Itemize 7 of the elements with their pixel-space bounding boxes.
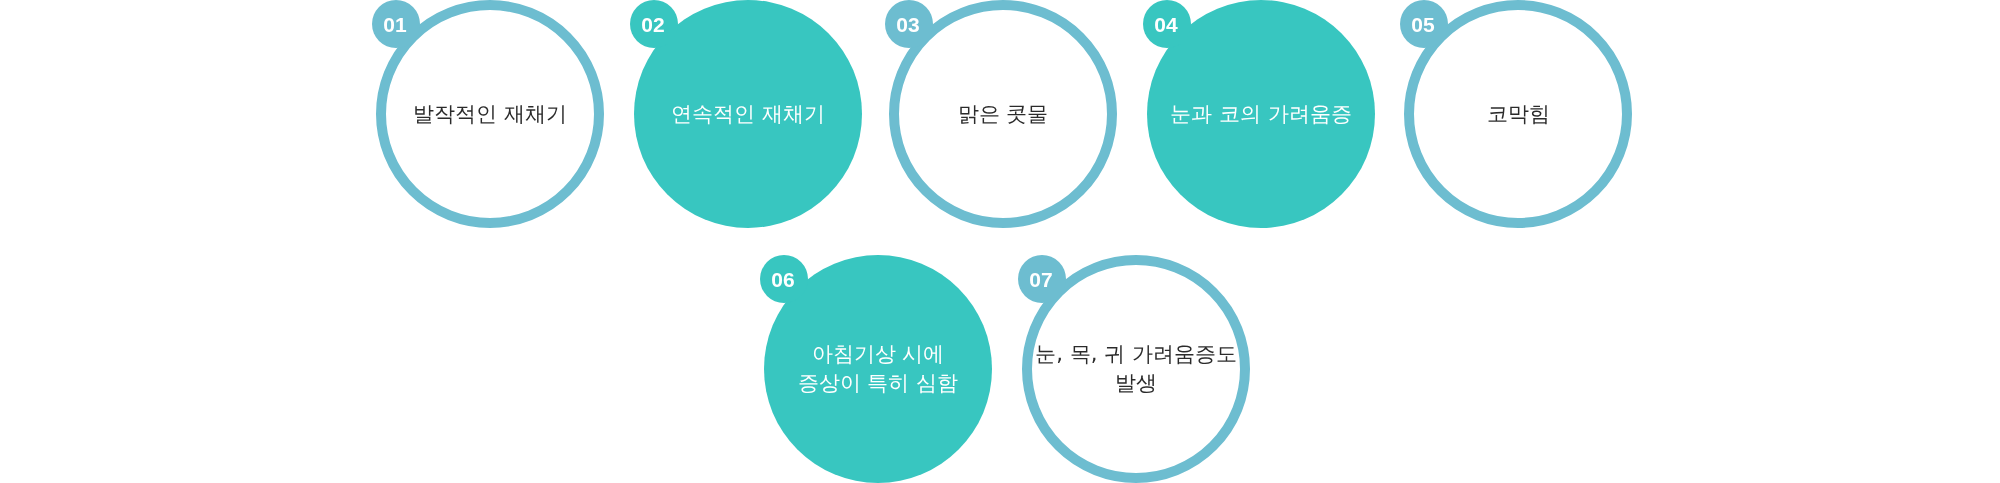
symptom-label: 발작적인 재채기 <box>413 100 567 128</box>
symptom-label: 눈, 목, 귀 가려움증도 발생 <box>1034 341 1238 397</box>
symptom-label: 아침기상 시에 증상이 특히 심함 <box>796 341 960 397</box>
symptom-label: 연속적인 재채기 <box>671 100 825 128</box>
symptom-label: 맑은 콧물 <box>957 100 1049 128</box>
symptom-label: 코막힘 <box>1486 100 1550 128</box>
symptom-label: 눈과 코의 가려움증 <box>1170 100 1352 128</box>
